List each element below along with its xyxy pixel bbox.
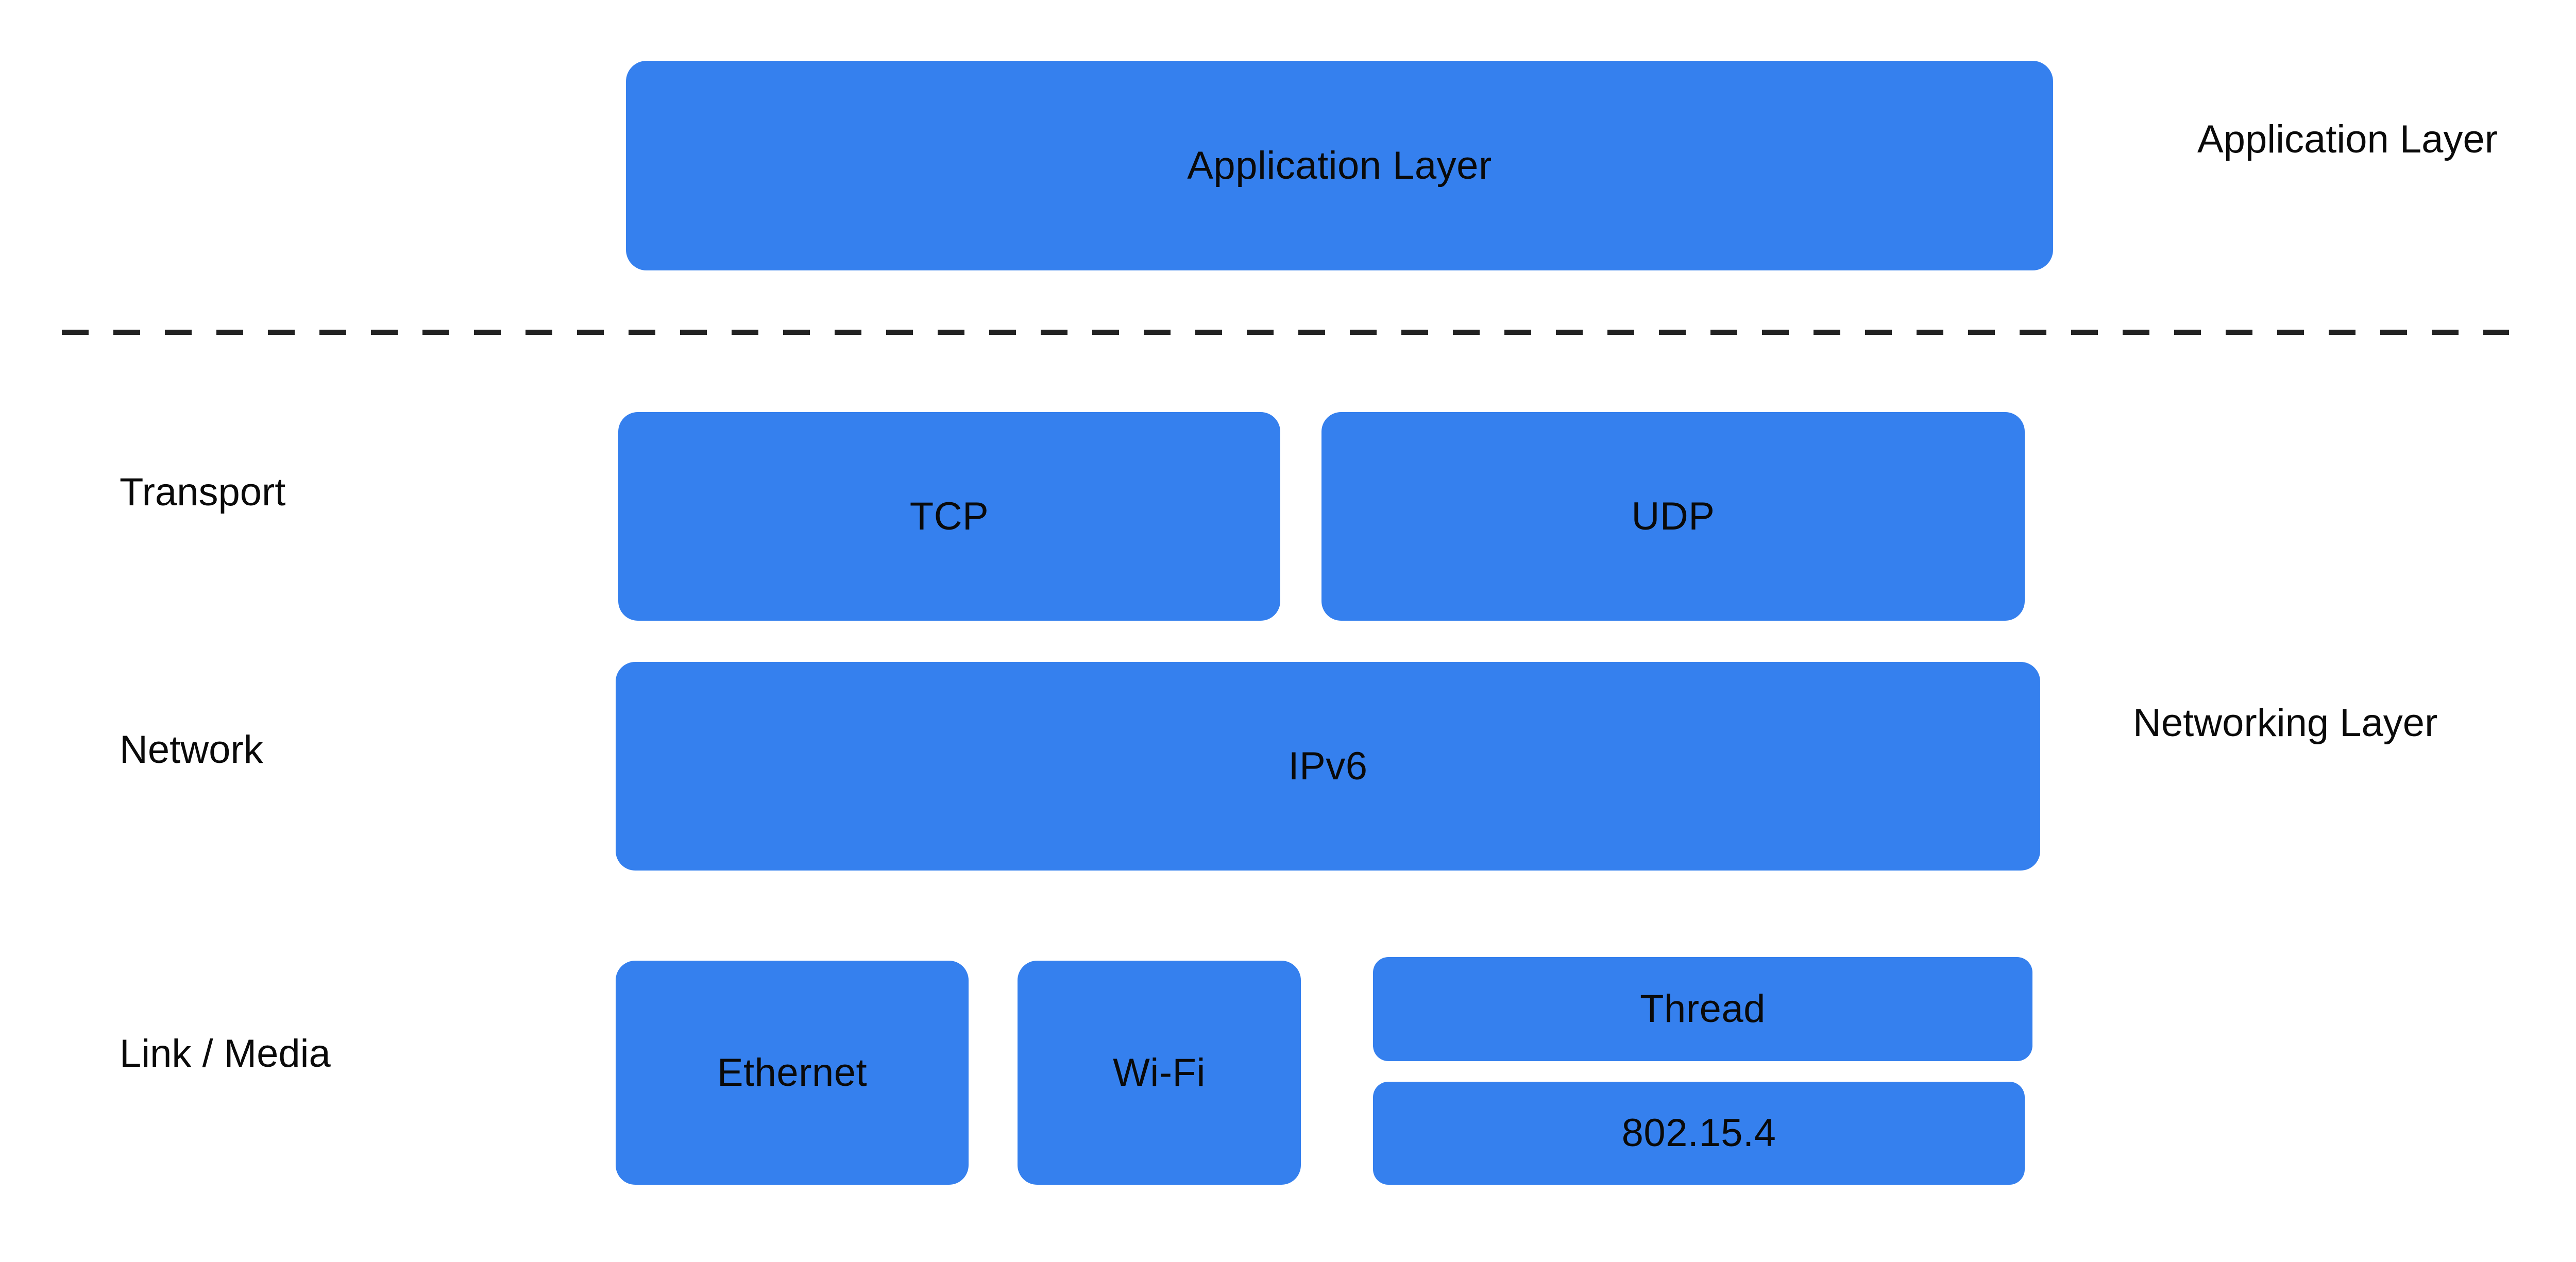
protocol-box-802-15-4[interactable]: 802.15.4 xyxy=(1373,1082,2025,1185)
protocol-box-wifi[interactable]: Wi-Fi xyxy=(1018,961,1301,1185)
application-layer-box[interactable]: Application Layer xyxy=(626,61,2053,270)
protocol-box-udp[interactable]: UDP xyxy=(1321,412,2025,621)
protocol-box-thread[interactable]: Thread xyxy=(1373,957,2032,1061)
section-divider-dashed xyxy=(62,330,2509,335)
protocol-box-tcp[interactable]: TCP xyxy=(618,412,1280,621)
row-label-network: Network xyxy=(120,728,263,772)
protocol-box-ipv6[interactable]: IPv6 xyxy=(616,662,2040,871)
application-layer-group-label: Application Layer xyxy=(2197,117,2498,161)
networking-layer-group-label: Networking Layer xyxy=(2133,701,2438,745)
row-label-link-media: Link / Media xyxy=(120,1032,331,1076)
protocol-box-ethernet[interactable]: Ethernet xyxy=(616,961,969,1185)
row-label-transport: Transport xyxy=(120,470,286,514)
